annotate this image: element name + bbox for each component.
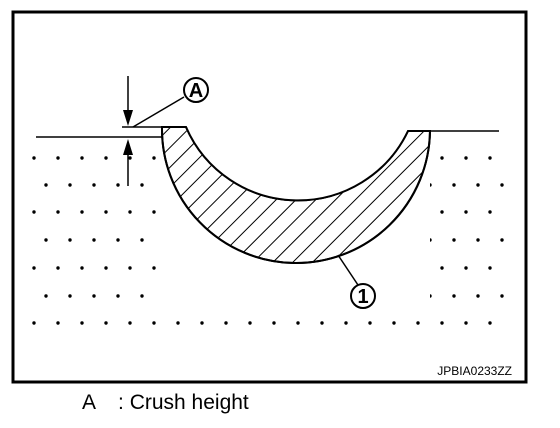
housing-dot [464, 156, 468, 160]
housing-dot [56, 210, 60, 214]
housing-dot [440, 321, 444, 325]
housing-dot [80, 156, 84, 160]
housing-dot [488, 156, 492, 160]
housing-dot [128, 210, 132, 214]
housing-dot [152, 266, 156, 270]
housing-dot [80, 266, 84, 270]
housing-dot [200, 321, 204, 325]
housing-dot [452, 238, 456, 242]
figure-code: JPBIA0233ZZ [437, 364, 512, 378]
housing-dot [128, 156, 132, 160]
callout-a-leader [132, 96, 185, 128]
bearing-shell-outer-edge [160, 126, 431, 264]
housing-dot [68, 294, 72, 298]
housing-dot [392, 321, 396, 325]
housing-dot [104, 266, 108, 270]
housing-dot [68, 183, 72, 187]
housing-dot [116, 183, 120, 187]
housing-dot [476, 183, 480, 187]
housing-dot [92, 294, 96, 298]
housing-dot [56, 321, 60, 325]
housing-dot [80, 210, 84, 214]
housing-dot [32, 210, 36, 214]
housing-dot [152, 210, 156, 214]
housing-dot [44, 183, 48, 187]
housing-dot [440, 156, 444, 160]
housing-dot [152, 156, 156, 160]
housing-dot [488, 210, 492, 214]
housing-dot [44, 294, 48, 298]
housing-dot [500, 183, 504, 187]
housing-dot [248, 321, 252, 325]
callout-a-circle [183, 77, 209, 103]
housing-dot [488, 321, 492, 325]
housing-dot [44, 238, 48, 242]
arrow-down-icon [123, 110, 133, 126]
housing-dot [224, 321, 228, 325]
housing-dot [140, 238, 144, 242]
housing-dot [500, 238, 504, 242]
housing-dot [128, 266, 132, 270]
legend-text: Crush height [129, 391, 249, 414]
housing-dot [32, 156, 36, 160]
legend-separator: : [118, 391, 124, 414]
legend-key: A [82, 391, 97, 414]
housing-dot [104, 321, 108, 325]
housing-dot [464, 210, 468, 214]
housing-dot [272, 321, 276, 325]
callout-a-label: A [189, 80, 203, 102]
housing-dot [464, 266, 468, 270]
housing-dot [500, 294, 504, 298]
figure-frame [11, 10, 528, 384]
housing-dot [68, 238, 72, 242]
housing-dot [140, 183, 144, 187]
housing-dot [176, 321, 180, 325]
callout-1-circle [350, 283, 376, 309]
housing-bore [162, 131, 431, 300]
housing-dot [476, 238, 480, 242]
bearing-shell-inner-edge [185, 126, 409, 202]
housing-dot [104, 156, 108, 160]
housing-dot [92, 238, 96, 242]
housing-dot [32, 266, 36, 270]
housing-dot [416, 321, 420, 325]
housing-dot [440, 266, 444, 270]
housing-dot [128, 321, 132, 325]
housing-dot [320, 321, 324, 325]
housing-dot [116, 294, 120, 298]
housing-dot [452, 183, 456, 187]
bearing-shell-inner-mask [187, 128, 407, 201]
housing-dot [56, 156, 60, 160]
housing-dot [140, 294, 144, 298]
legend-item: A: Crush height [82, 391, 249, 415]
housing-dot [452, 294, 456, 298]
housing-dot [92, 183, 96, 187]
housing-dot [104, 210, 108, 214]
housing-dot [488, 266, 492, 270]
housing-dot [32, 321, 36, 325]
housing-dot [56, 266, 60, 270]
housing-dot [464, 321, 468, 325]
housing-dot [440, 210, 444, 214]
housing-dot [80, 321, 84, 325]
housing-dot [476, 294, 480, 298]
housing-dot [296, 321, 300, 325]
housing-dot [152, 321, 156, 325]
callout-1-leader [337, 254, 359, 286]
callout-1-label: 1 [357, 286, 368, 308]
housing-dot [344, 321, 348, 325]
arrow-up-icon [123, 139, 133, 155]
housing-dot [368, 321, 372, 325]
housing-dot [116, 238, 120, 242]
